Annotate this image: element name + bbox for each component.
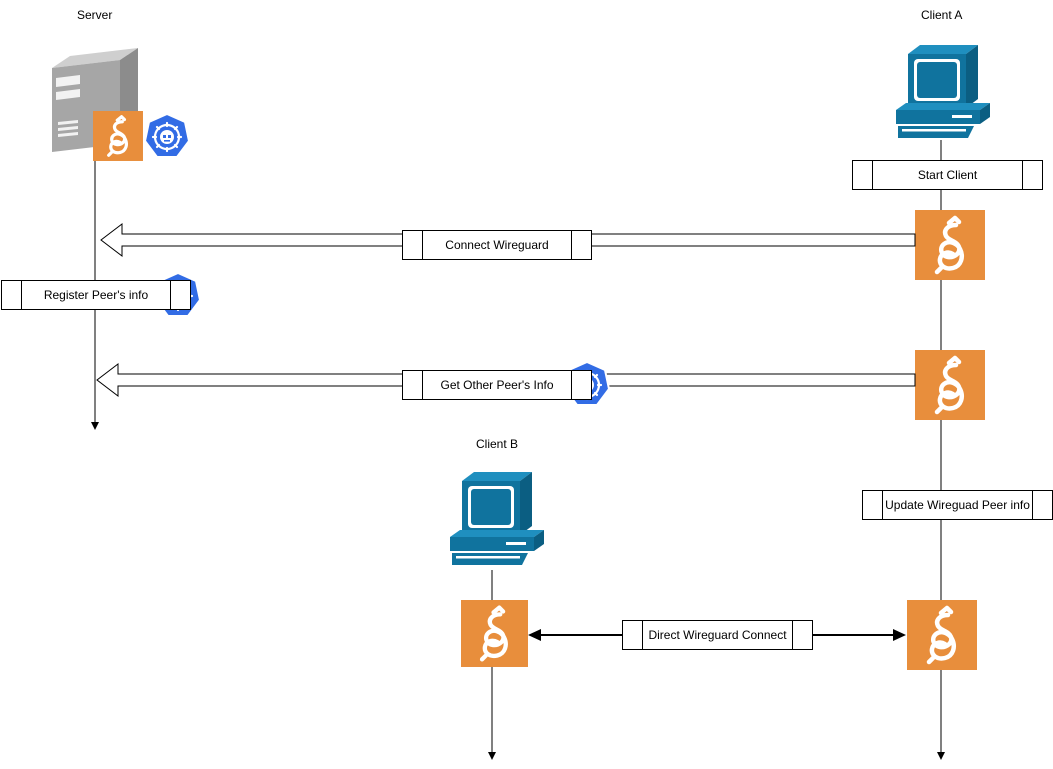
register-peer-step: Register Peer's info [1, 280, 191, 310]
server-kubernetes-operator-icon [143, 112, 191, 159]
start-client-step: Start Client [852, 160, 1043, 190]
client-b-lifeline-arrowhead [488, 752, 496, 760]
client-b-label: Client B [476, 437, 519, 451]
client-a-lifeline-arrowhead [937, 752, 945, 760]
direct-connect-label: Direct Wireguard Connect [648, 628, 787, 642]
server-label: Server [77, 8, 113, 22]
client-a-computer-icon [896, 45, 990, 138]
connect-wireguard-label: Connect Wireguard [445, 238, 549, 252]
client-a-label: Client A [921, 8, 963, 22]
client-b-wireguard-icon [461, 600, 528, 667]
client-a-wireguard-icon-3 [907, 600, 977, 670]
server-wireguard-icon [91, 109, 145, 163]
client-a-wireguard-icon-1 [915, 210, 985, 280]
direct-connect-step: Direct Wireguard Connect [622, 620, 813, 650]
server-lifeline-arrowhead [91, 422, 99, 430]
get-other-peer-label: Get Other Peer's Info [440, 378, 554, 392]
connect-wireguard-step: Connect Wireguard [402, 230, 592, 260]
get-other-peer-step: Get Other Peer's Info [402, 370, 592, 400]
client-b-computer-icon [450, 472, 544, 565]
update-peer-step: Update Wireguad Peer info [862, 490, 1053, 520]
client-a-wireguard-icon-2 [915, 350, 985, 420]
update-peer-label: Update Wireguad Peer info [885, 498, 1030, 512]
register-peer-label: Register Peer's info [43, 288, 149, 302]
start-client-label: Start Client [917, 168, 978, 182]
